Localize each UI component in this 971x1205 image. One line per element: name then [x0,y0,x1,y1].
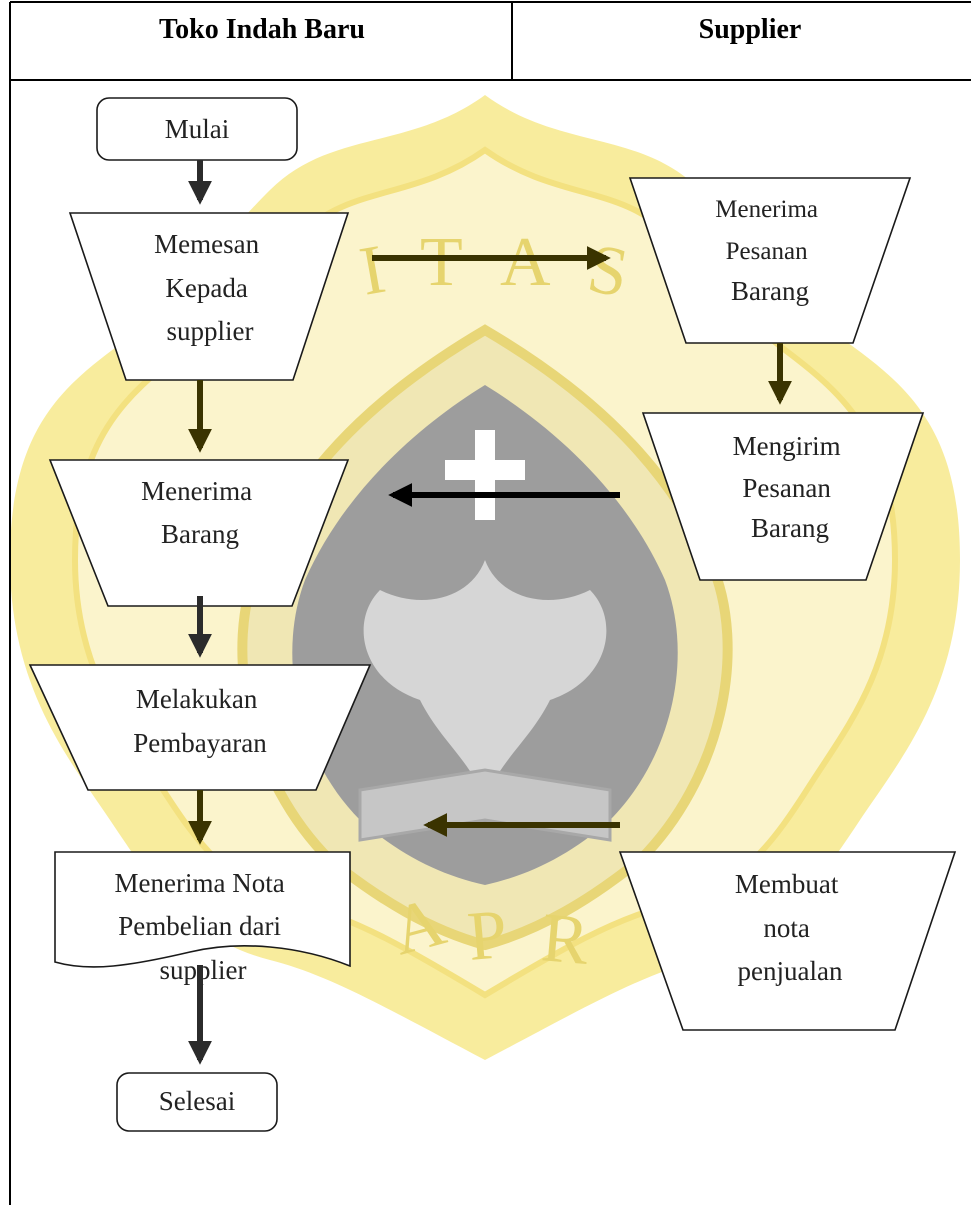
node-mengirim: Mengirim Pesanan Barang [641,412,925,581]
manual-operation-shape [68,212,350,381]
lane-title-supplier: Supplier [699,14,802,45]
document-shape [54,851,351,968]
seal-cross [445,430,525,520]
manual-operation-shape [48,459,350,607]
node-nota: Menerima Nota Pembelian dari supplier [54,851,351,985]
swimlane-table: Toko Indah Baru Supplier [9,1,971,1205]
manual-operation-shape [28,664,372,791]
terminator-shape [116,1072,278,1132]
lane-title-toko: Toko Indah Baru [159,14,365,45]
manual-operation-shape [618,851,957,1031]
node-memesan: Memesan Kepada supplier [68,212,350,381]
manual-operation-shape [641,412,925,581]
manual-operation-shape [628,177,912,344]
node-pembayaran: Melakukan Pembayaran [28,664,372,791]
node-label: Mulai [165,114,230,144]
watermark-letter: T [420,224,463,301]
node-label: Memesan Kepada supplier [154,229,266,346]
node-menerima-pesanan: Menerima Pesanan Barang [628,177,912,344]
watermark-letter: P [465,896,511,976]
node-label: Mengirim Pesanan Barang [733,431,848,543]
watermark-letter: R [539,899,593,980]
node-label: Selesai [159,1086,235,1116]
seal-lotus [363,560,607,800]
node-label: Melakukan Pembayaran [133,684,267,758]
node-membuat-nota: Membuat nota penjualan [618,851,957,1031]
flow-arrows [188,160,792,1065]
node-label: Menerima Pesanan Barang [715,193,824,306]
node-selesai: Selesai [116,1072,278,1132]
node-mulai: Mulai [96,97,298,161]
watermark-letter: A [500,224,551,301]
node-label: Membuat nota penjualan [735,869,845,986]
node-label: Menerima Barang [141,476,259,549]
node-menerima-barang: Menerima Barang [48,459,350,607]
node-label: Menerima Nota Pembelian dari supplier [115,868,292,985]
